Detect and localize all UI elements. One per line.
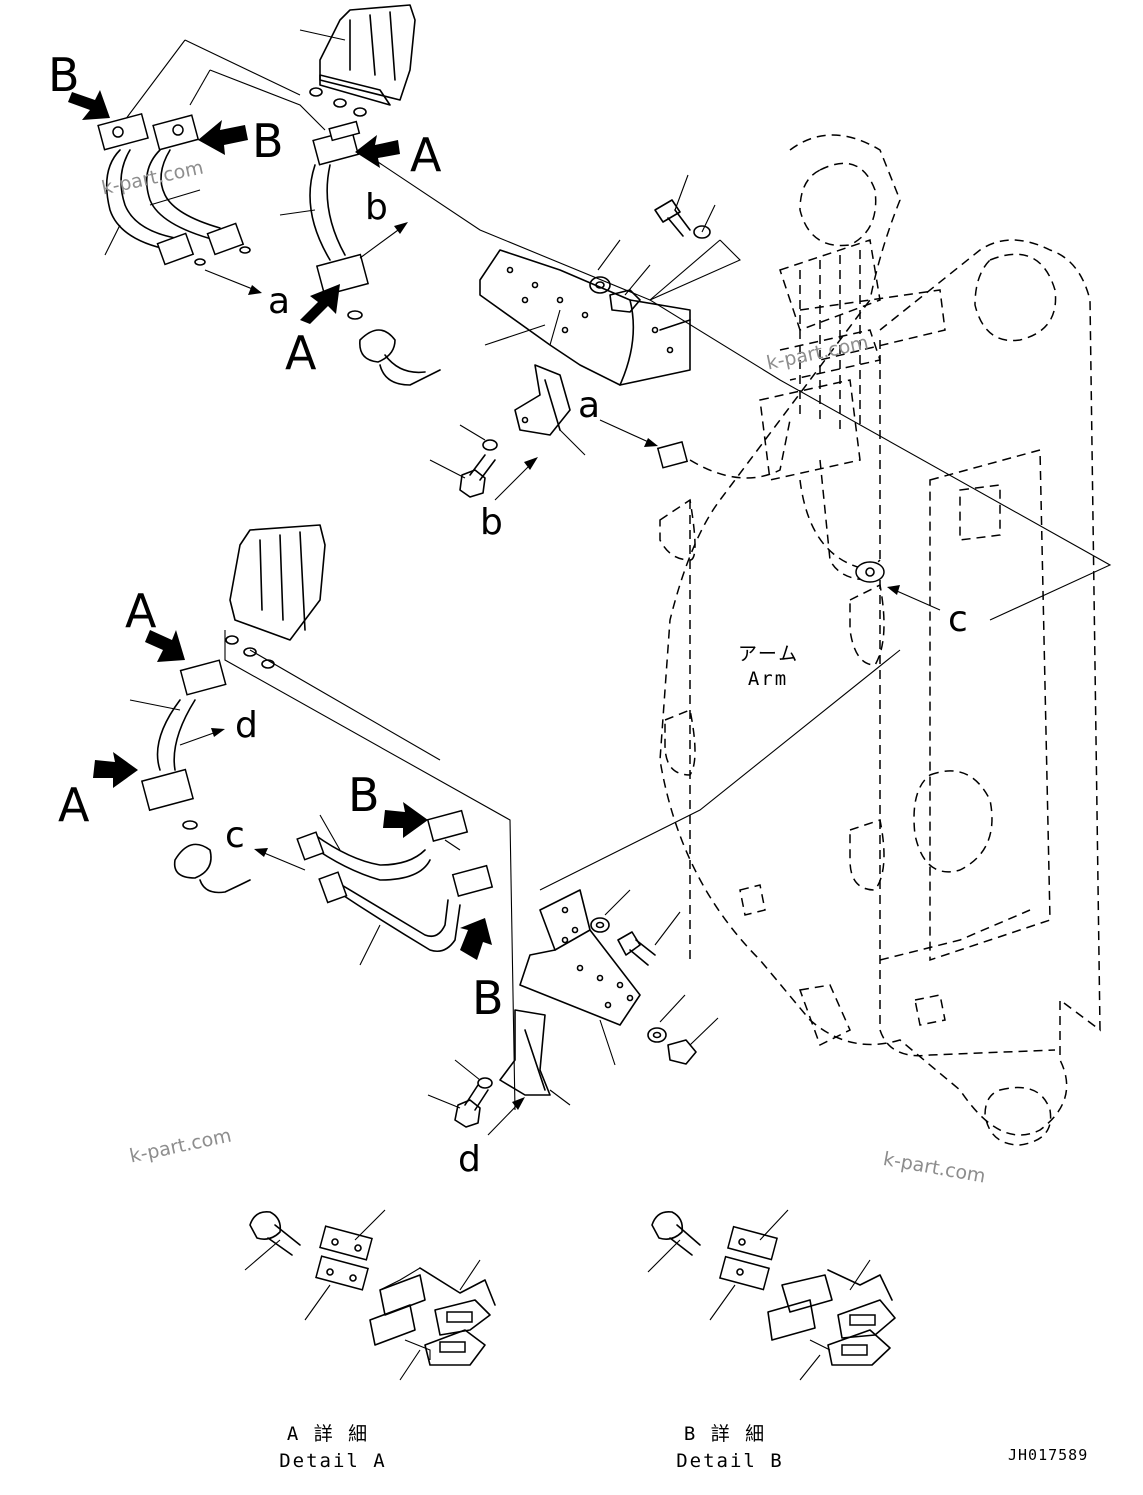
callout-b: B xyxy=(252,114,284,168)
callout-a-lower: a xyxy=(268,281,291,322)
detail-b-drawing xyxy=(647,1209,896,1381)
callout-a: A xyxy=(125,584,157,638)
callout-d-lower: d xyxy=(235,705,258,746)
callout-b-lower: b xyxy=(480,502,503,543)
arm-outline xyxy=(659,134,1101,1146)
drawing-number: JH017589 xyxy=(1008,1446,1089,1464)
callout-a: A xyxy=(58,778,90,832)
detail-b-caption-jp: B 詳 細 xyxy=(683,1423,767,1445)
arm-label-jp: アーム xyxy=(738,643,800,665)
top-assembly xyxy=(68,4,1112,621)
detail-a-caption-jp: A 詳 細 xyxy=(286,1423,370,1445)
callout-b: B xyxy=(472,971,504,1025)
callout-b-lower: b xyxy=(365,187,388,228)
callout-c-lower: c xyxy=(225,815,245,856)
callout-d-lower: d xyxy=(458,1139,481,1180)
lower-assembly xyxy=(93,524,901,1136)
detail-a-drawing xyxy=(244,1209,496,1381)
callout-b: B xyxy=(348,768,380,822)
callout-a: A xyxy=(285,326,317,380)
callout-a: A xyxy=(410,128,442,182)
callout-a-lower: a xyxy=(578,385,601,426)
callout-c-lower: c xyxy=(948,599,968,640)
detail-b-caption-en: Detail B xyxy=(676,1450,784,1472)
arm-label-en: Arm xyxy=(747,668,789,690)
callout-b: B xyxy=(48,48,80,102)
detail-a-caption-en: Detail A xyxy=(279,1450,387,1472)
